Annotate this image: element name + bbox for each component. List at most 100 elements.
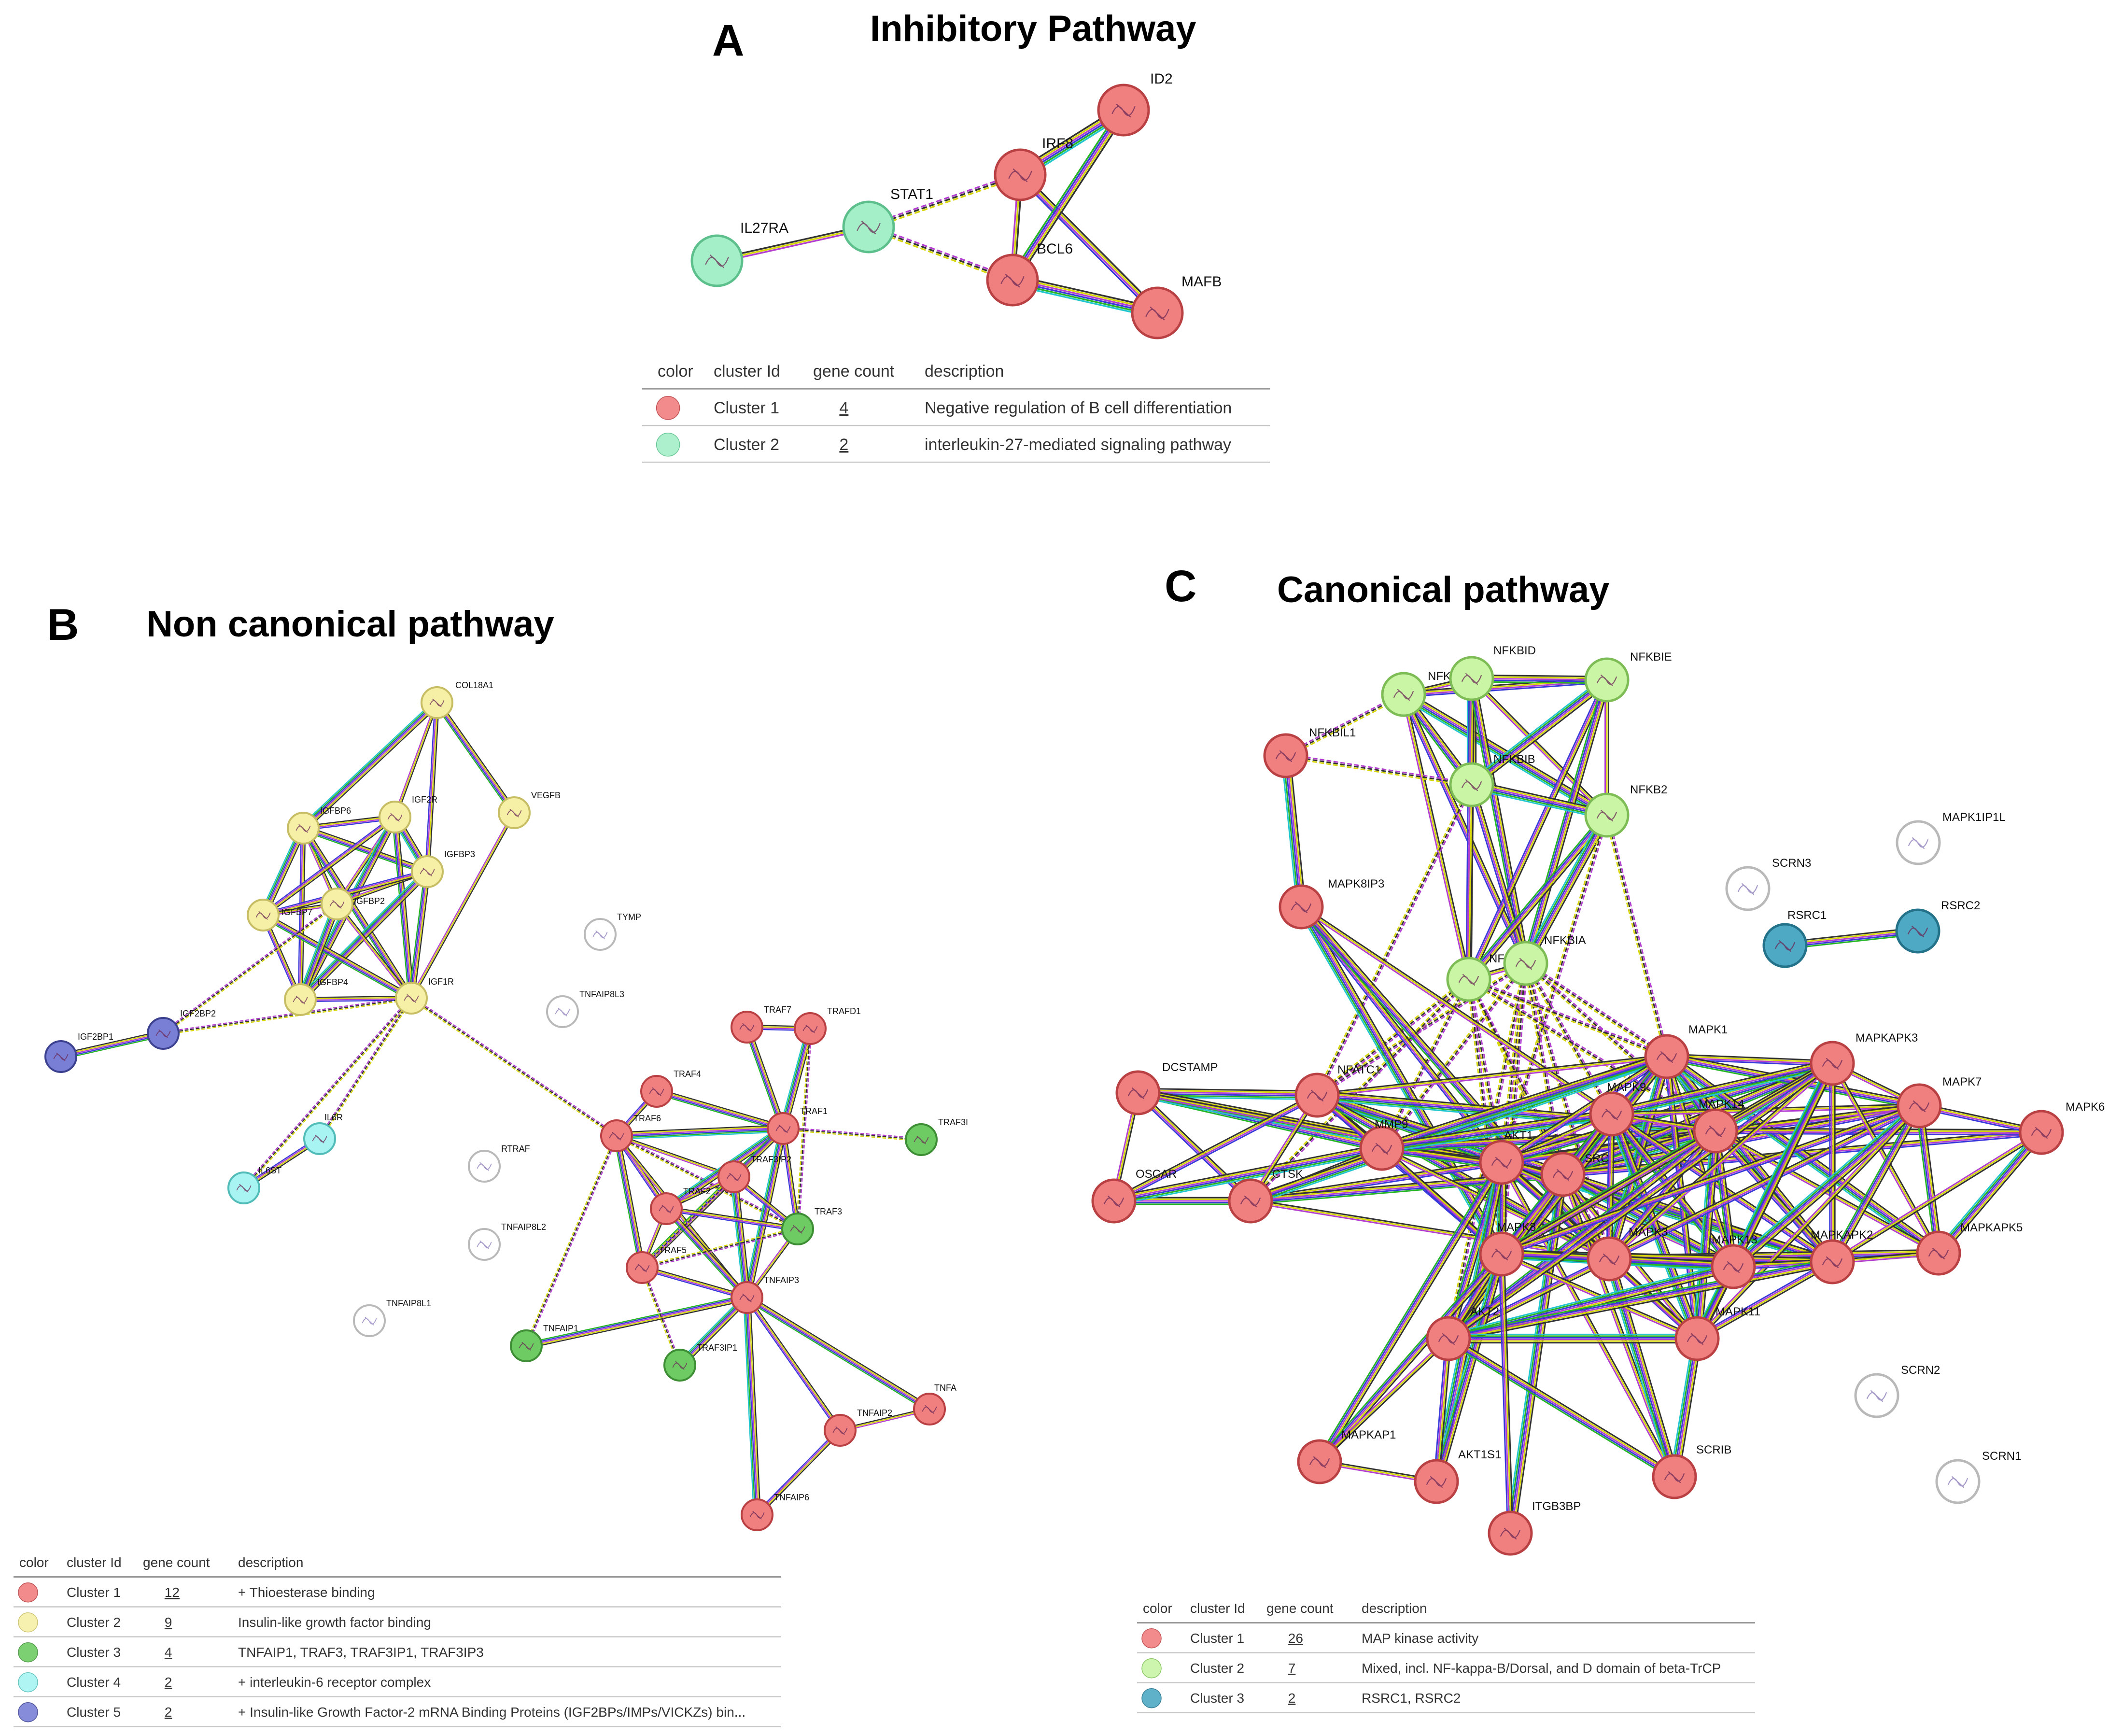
node-stat1[interactable]: STAT1 [842,186,933,254]
node-akt1[interactable]: AKT1 [1479,1129,1533,1185]
edge-strand [1606,1113,1610,1260]
node-igf2r[interactable]: IGF2R [379,795,437,833]
node-mapk6[interactable]: MAPK6 [2019,1101,2105,1155]
node-mapk14[interactable]: MAPK14 [1693,1098,1744,1154]
node-tnfaip8l3[interactable]: TNFAIP8L3 [546,989,624,1028]
node-itgb3bp[interactable]: ITGB3BP [1488,1500,1581,1556]
node-il27ra[interactable]: IL27RA [690,220,788,287]
node-mafb[interactable]: MAFB [1131,274,1222,339]
node-traf6[interactable]: TRAF6 [600,1114,661,1152]
node-igf2bp1[interactable]: IGF2BP1 [44,1032,113,1073]
node-mapk1ip1l[interactable]: MAPK1IP1L [1896,811,2006,865]
node-irf8[interactable]: IRF8 [994,136,1073,201]
node-igfbp4[interactable]: IGFBP4 [284,977,348,1016]
node-akt2[interactable]: AKT2 [1426,1305,1499,1361]
edge-strand [1114,1097,1319,1204]
node-mapk7[interactable]: MAPK7 [1897,1075,1982,1129]
legend-gene-count[interactable]: 2 [839,436,848,454]
node-nfatc1[interactable]: NFATC1 [1294,1063,1381,1118]
node-tymp[interactable]: TYMP [584,912,641,951]
node-tnfa[interactable]: TNFA [913,1383,956,1425]
node-label: NF [1489,952,1504,965]
node-il6r[interactable]: IL6R [303,1113,343,1155]
node-mapkap1[interactable]: MAPKAP1 [1297,1428,1396,1484]
node-nfkbid[interactable]: NFKBID [1449,644,1536,701]
node-mapk3[interactable]: MAPK3 [1587,1226,1668,1282]
legend-gene-count[interactable]: 2 [165,1675,172,1690]
node-scrn3[interactable]: SCRN3 [1725,857,1811,911]
node-il6st[interactable]: IL6ST [227,1166,281,1204]
node-mmp9[interactable]: MMP9 [1359,1118,1408,1171]
node-nfkb2[interactable]: NFKB2 [1584,783,1667,838]
node-traf5[interactable]: TRAF5 [626,1245,687,1284]
node-igfbp6[interactable]: IGFBP6 [287,806,351,845]
legend-gene-count[interactable]: 2 [165,1705,172,1720]
edge-strand [1469,678,1525,965]
node-mapk8[interactable]: MAPK8 [1479,1221,1536,1277]
legend-gene-count[interactable]: 4 [165,1645,172,1660]
node-trafd1[interactable]: TRAFD1 [794,1006,861,1045]
legend-cluster-id: Cluster 1 [1190,1631,1244,1646]
node-bcl6[interactable]: BCL6 [986,241,1073,307]
legend-gene-count[interactable]: 4 [839,399,848,417]
edge-mapk7-mapkapk2 [1828,1103,1923,1264]
legend-gene-count[interactable]: 7 [1288,1661,1296,1676]
node-traf3ip1[interactable]: TRAF3IP1 [663,1343,737,1382]
node-scrib[interactable]: SCRIB [1652,1443,1731,1499]
node-rtraf[interactable]: RTRAF [468,1144,530,1183]
node-dcstamp[interactable]: DCSTAMP [1115,1061,1218,1115]
node-nfkbia[interactable]: NFKBIA [1503,934,1586,986]
node-igf2bp2[interactable]: IGF2BP2 [147,1009,216,1050]
node-mapk13[interactable]: MAPK13 [1711,1233,1757,1289]
node-tnfaip8l2[interactable]: TNFAIP8L2 [468,1222,546,1261]
node-mapk9[interactable]: MAPK9 [1589,1081,1646,1137]
node-id2[interactable]: ID2 [1097,71,1173,137]
node-akt1s1[interactable]: AKT1S1 [1414,1448,1501,1504]
node-traf4[interactable]: TRAF4 [640,1069,701,1108]
legend-gene-count[interactable]: 2 [1288,1691,1296,1706]
node-nfkb1[interactable]: NF [1446,952,1504,1002]
protein-structure-icon [726,1172,742,1182]
node-traf7[interactable]: TRAF7 [731,1005,791,1044]
node-col18a1[interactable]: COL18A1 [421,680,493,719]
node-scrn1[interactable]: SCRN1 [1935,1450,2021,1504]
node-tnfaip3[interactable]: TNFAIP3 [731,1275,799,1314]
node-vegfb[interactable]: VEGFB [498,790,561,829]
node-traf1[interactable]: TRAF1 [767,1106,828,1145]
node-mapkapk3[interactable]: MAPKAPK3 [1810,1031,1918,1086]
node-src[interactable]: SRC [1540,1152,1609,1197]
node-tnfaip2[interactable]: TNFAIP2 [824,1408,892,1447]
node-traf3i[interactable]: TRAF3I [905,1117,968,1156]
edge-strand [615,1135,642,1269]
node-nfkbil1[interactable]: NFKBIL1 [1263,726,1356,778]
node-tnfaip6[interactable]: TNFAIP6 [741,1493,809,1531]
legend-gene-count[interactable]: 26 [1288,1631,1303,1646]
node-mapk1[interactable]: MAPK1 [1644,1023,1728,1079]
node-rsrc1[interactable]: RSRC1 [1762,909,1827,968]
node-traf3[interactable]: TRAF3 [781,1207,842,1245]
node-nfkbie[interactable]: NFKBIE [1584,650,1672,703]
node-igfbp3[interactable]: IGFBP3 [411,849,475,888]
node-oscar[interactable]: OSCAR [1091,1168,1177,1224]
node-igfbp2[interactable]: IGFBP2 [321,888,385,920]
node-traf3ip2[interactable]: TRAF3IP2 [717,1155,791,1193]
node-rsrc2[interactable]: RSRC2 [1895,899,1980,954]
node-ctsk[interactable]: CTSK [1228,1168,1303,1224]
node-mapkapk2[interactable]: MAPKAPK2 [1810,1228,1873,1284]
node-igfbp7[interactable]: IGFBP7 [247,899,312,932]
edge-strand [1298,907,1501,1256]
legend-gene-count[interactable]: 9 [165,1615,172,1630]
node-mapk11[interactable]: MAPK11 [1674,1305,1760,1361]
node-nfkbib[interactable]: NFKBIB [1449,753,1535,807]
node-igf1r[interactable]: IGF1R [395,977,454,1015]
legend-gene-count[interactable]: 12 [165,1585,180,1600]
node-label: MAPKAPK5 [1960,1221,2023,1234]
node-mapk8ip3[interactable]: MAPK8IP3 [1279,877,1384,930]
panel-a-inhibitory-pathway: A Inhibitory Pathway ID2IRF8STAT1IL27RAB… [642,8,1270,463]
node-mapkapk5[interactable]: MAPKAPK5 [1916,1221,2023,1276]
node-tnfaip8l1[interactable]: TNFAIP8L1 [353,1298,431,1337]
node-tnfaip1[interactable]: TNFAIP1 [510,1324,578,1362]
node-scrn2[interactable]: SCRN2 [1854,1364,1940,1418]
node-traf2[interactable]: TRAF2 [650,1186,711,1225]
